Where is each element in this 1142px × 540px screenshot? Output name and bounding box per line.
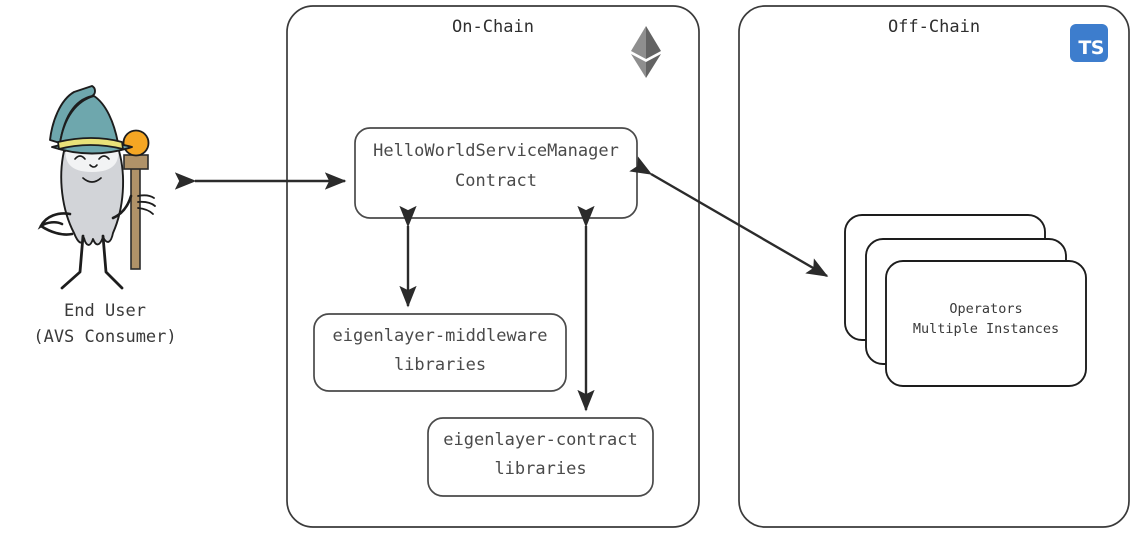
wizard-staff <box>122 129 150 270</box>
node-label-operators-line1: Operators <box>949 301 1023 317</box>
node-label-service-manager-line1: HelloWorldServiceManager <box>373 141 619 161</box>
actor-label-line2: (AVS Consumer) <box>33 327 177 347</box>
node-contract-libs <box>427 417 654 497</box>
wizard-leg-left <box>60 234 85 290</box>
typescript-icon: TS <box>1070 24 1108 62</box>
operator-instance-front <box>885 260 1087 387</box>
actor-label-line1: End User <box>64 301 146 321</box>
wizard-face <box>65 148 119 172</box>
node-label-middleware-line1: eigenlayer-middleware <box>332 326 548 346</box>
wizard-staff-orb <box>122 129 150 157</box>
connector-contract-to-operators <box>629 156 829 278</box>
node-label-middleware-line2: libraries <box>393 355 487 375</box>
wizard-icon <box>37 85 156 290</box>
ethereum-icon <box>631 26 661 78</box>
wizard-beard <box>60 150 125 246</box>
node-label-operators-line2: Multiple Instances <box>912 321 1060 337</box>
zone-title-off-chain: Off-Chain <box>887 17 981 37</box>
node-label-contractlibs-line1: eigenlayer-contract <box>443 430 638 450</box>
zone-title-on-chain: On-Chain <box>452 17 534 37</box>
wizard-leg-right <box>101 234 124 290</box>
wizard-arm-right <box>111 194 133 220</box>
wizard-hat-band <box>57 137 124 150</box>
node-operators-stack <box>844 214 1087 387</box>
node-label-service-manager-line2: Contract <box>455 171 537 191</box>
wizard-arm-left <box>37 212 72 230</box>
node-label-contractlibs-line2: libraries <box>494 459 587 479</box>
node-middleware-libs <box>313 313 567 392</box>
